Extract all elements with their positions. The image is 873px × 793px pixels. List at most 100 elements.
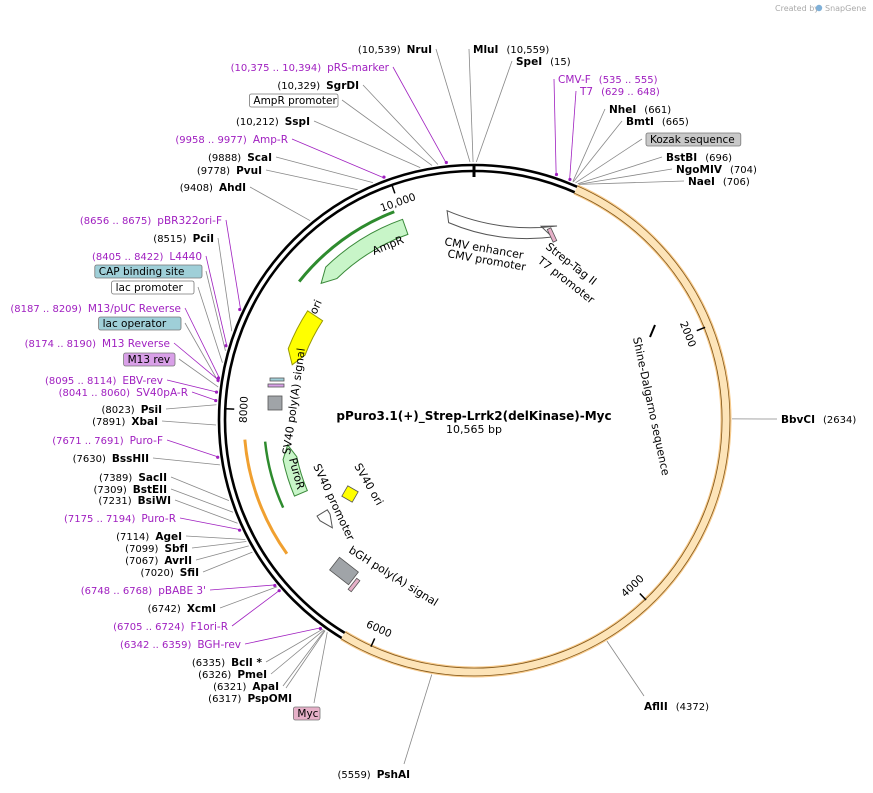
enzyme-label-xbai[interactable]: XbaI(7891) [92, 416, 158, 428]
lac-operator-box[interactable] [269, 377, 285, 382]
label-coord: (8095 .. 8114) [45, 376, 117, 387]
enzyme-label-nhei[interactable]: NheI(661) [609, 104, 671, 116]
primer-site-mark [318, 626, 322, 631]
primer-label-pbr322ori-f[interactable]: pBR322ori-F(8656 .. 8675) [80, 215, 222, 227]
cmv-arrow[interactable] [446, 209, 558, 240]
primer-label-bgh-rev[interactable]: BGH-rev(6342 .. 6359) [120, 639, 241, 651]
primer-site-mark [277, 589, 281, 593]
enzyme-label-bsshii[interactable]: BssHII(7630) [73, 453, 149, 465]
primer-label-pbabe-3-[interactable]: pBABE 3'(6748 .. 6768) [81, 585, 206, 597]
enzyme-label-pvui[interactable]: PvuI(9778) [197, 165, 262, 177]
label-coord: (9888) [208, 153, 241, 164]
label-coord: (8187 .. 8209) [10, 304, 82, 315]
sv40-promoter-arrow[interactable] [316, 509, 334, 529]
feature-tag-lac-operator[interactable]: lac operator [98, 316, 182, 331]
enzyme-label-sfii[interactable]: SfiI(7020) [140, 567, 199, 579]
enzyme-label-bstbi[interactable]: BstBI(696) [666, 152, 732, 164]
leader-line [575, 138, 643, 184]
feature-label-sv40-polya[interactable]: SV40 poly(A) signal [280, 347, 308, 455]
feature-tag-lac-promoter[interactable]: lac promoter [111, 280, 195, 295]
primer-label-prs-marker[interactable]: pRS-marker(10,375 .. 10,394) [231, 62, 390, 74]
primer-label-ebv-rev[interactable]: EBV-rev(8095 .. 8114) [45, 375, 163, 387]
enzyme-label-psii[interactable]: PsiI(8023) [101, 404, 162, 416]
enzyme-label-agei[interactable]: AgeI (7114) [116, 531, 182, 543]
feature-tag-text: lac operator [103, 318, 167, 330]
bgh-polya-box[interactable] [329, 556, 359, 586]
primer-label-l4440[interactable]: L4440(8405 .. 8422) [92, 251, 202, 263]
label-coord: (7114) [116, 532, 149, 543]
primer-label-puro-f[interactable]: Puro-F(7671 .. 7691) [52, 435, 163, 447]
enzyme-label-pspomi[interactable]: PspOMI(6317) [208, 693, 292, 705]
leader-line [392, 66, 447, 164]
sv40-ori-box[interactable] [341, 485, 359, 503]
enzyme-label-mlui[interactable]: MluI(10,559) [473, 44, 549, 56]
enzyme-label-bsteii[interactable]: BstEII(7309) [93, 484, 167, 496]
enzyme-label-sacii[interactable]: SacII(7389) [99, 472, 167, 484]
m13-box[interactable] [267, 383, 285, 388]
label-name: AvrII [164, 555, 192, 567]
enzyme-label-spei[interactable]: SpeI(15) [516, 56, 571, 68]
puror-arc[interactable] [263, 441, 285, 509]
enzyme-label-bsiwi[interactable]: BsiWI(7231) [98, 495, 171, 507]
enzyme-label-pshai[interactable]: PshAI(5559) [337, 769, 410, 781]
tick-mark [370, 638, 376, 647]
leader-line [165, 404, 217, 410]
feature-tag-myc[interactable]: Myc [292, 706, 321, 721]
enzyme-label-naei[interactable]: NaeI(706) [688, 176, 750, 188]
feature-label-sv40-promoter[interactable]: SV40 promoter [310, 462, 357, 543]
tick-label: 2000 [677, 320, 698, 349]
label-name: AgeI [155, 531, 182, 543]
label-coord: (7175 .. 7194) [64, 514, 136, 525]
feature-tag-m13-rev[interactable]: M13 rev [123, 352, 176, 367]
primer-label-puro-r[interactable]: Puro-R(7175 .. 7194) [64, 513, 176, 525]
enzyme-label-pcii[interactable]: PciI(8515) [153, 233, 214, 245]
enzyme-label-scai[interactable]: ScaI(9888) [208, 152, 272, 164]
leader-line [577, 156, 663, 185]
ampr-arc[interactable] [298, 210, 395, 283]
ori-arrow[interactable] [287, 310, 324, 366]
primer-label-m13-reverse[interactable]: M13 Reverse(8174 .. 8190) [25, 338, 170, 350]
ampr-arrow[interactable] [320, 218, 409, 285]
feature-label-shine-dalgarno[interactable]: Shine-Dalgarno sequence [630, 336, 672, 477]
primer-label-amp-r[interactable]: Amp-R(9958 .. 9977) [175, 134, 288, 146]
primer-label-t7[interactable]: T7(629 .. 648) [579, 86, 660, 98]
enzyme-label-ahdi[interactable]: AhdI(9408) [180, 182, 246, 194]
enzyme-label-nrui[interactable]: NruI(10,539) [358, 44, 432, 56]
label-coord: (6335) [192, 658, 225, 669]
enzyme-label-bbvci[interactable]: BbvCI(2634) [781, 414, 856, 426]
feature-label-ori[interactable]: ori [307, 298, 325, 316]
label-coord: (7067) [125, 556, 158, 567]
primer-label-f1ori-r[interactable]: F1ori-R(6705 .. 6724) [113, 621, 228, 633]
enzyme-label-apai[interactable]: ApaI(6321) [213, 681, 279, 693]
label-name: SacII [138, 472, 167, 484]
leader-line [579, 180, 685, 185]
feature-label-sv40-ori[interactable]: SV40 ori [351, 461, 385, 508]
feature-label-bgh-polya[interactable]: bGH poly(A) signal [346, 544, 440, 609]
feature-tag-kozak-sequence[interactable]: Kozak sequence [645, 132, 742, 147]
primer-label-m13-puc-reverse[interactable]: M13/pUC Reverse(8187 .. 8209) [10, 303, 181, 315]
enzyme-label-avrii[interactable]: AvrII (7067) [125, 555, 192, 567]
enzyme-label-aflii[interactable]: AflII(4372) [644, 701, 709, 713]
puror-orf-arc[interactable] [243, 439, 289, 555]
enzyme-label-xcmi[interactable]: XcmI(6742) [148, 603, 216, 615]
leader-line [225, 219, 242, 310]
enzyme-label-sbfi[interactable]: SbfI(7099) [125, 543, 188, 555]
label-coord: (7630) [73, 454, 106, 465]
enzyme-label-bmti[interactable]: BmtI(665) [626, 116, 689, 128]
enzyme-label-ngomiv[interactable]: NgoMIV(704) [676, 164, 757, 176]
feature-tag-cap-binding-site[interactable]: CAP binding site [94, 264, 203, 279]
puror-arrow[interactable] [282, 443, 308, 497]
enzyme-label-bcli-[interactable]: BclI *(6335) [192, 657, 263, 669]
primer-label-cmv-f[interactable]: CMV-F(535 .. 555) [558, 74, 658, 86]
primer-label-sv40pa-r[interactable]: SV40pA-R(8041 .. 8060) [59, 387, 188, 399]
feature-tag-ampr-promoter[interactable]: AmpR promoter [248, 93, 339, 108]
enzyme-label-sspi[interactable]: SspI(10,212) [236, 116, 310, 128]
myc-box[interactable] [347, 577, 361, 593]
enzyme-label-pmei[interactable]: PmeI(6326) [198, 669, 267, 681]
strep-tag-box[interactable] [546, 227, 558, 243]
orf-band-inner [341, 186, 730, 676]
enzyme-label-sgrdi[interactable]: SgrDI(10,329) [277, 80, 359, 92]
snapgene-logo-icon [815, 4, 823, 12]
label-name: NgoMIV [676, 164, 723, 176]
sv40-polya-box[interactable] [267, 395, 283, 411]
